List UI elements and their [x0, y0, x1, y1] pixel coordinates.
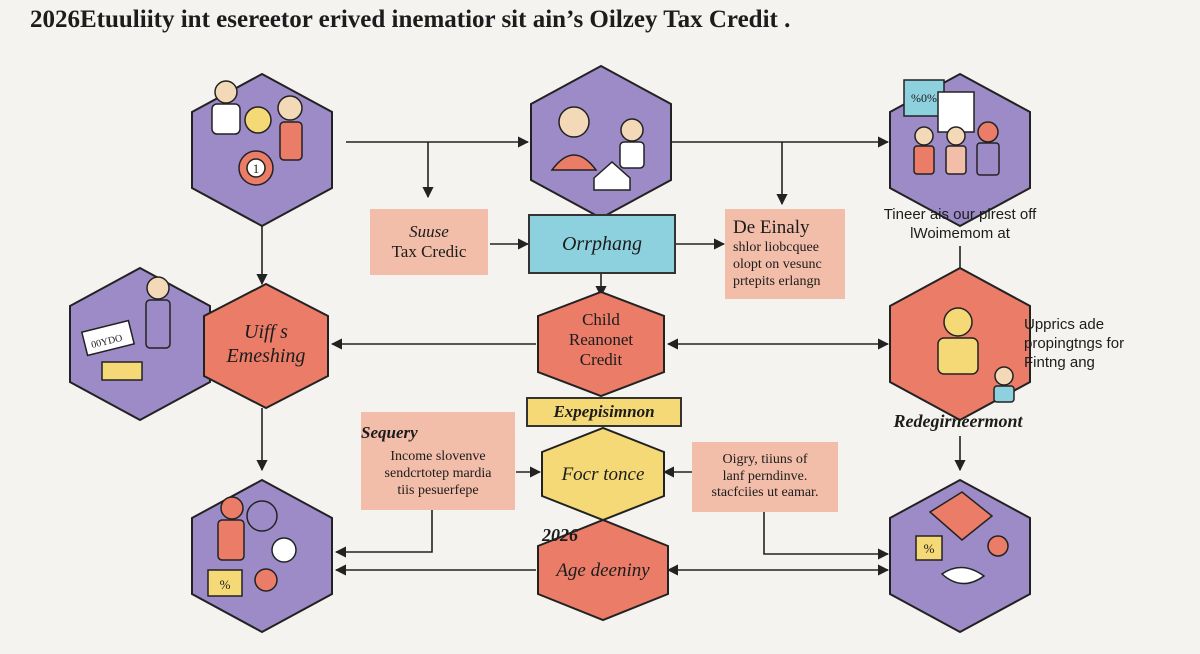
presenter-icon — [145, 276, 171, 349]
percent-label-top: %0% — [911, 91, 937, 105]
de-einaly-title: De Einaly — [733, 217, 810, 239]
tineer-line-2: lWoimemom at — [910, 224, 1010, 242]
box-sequery-income: Sequery Income slovenve sendcrtotep mard… — [361, 412, 515, 510]
tineer-line-1: Tineer ais our plrest off — [883, 206, 1037, 223]
hex-mid-left: 00YDO — [69, 266, 211, 422]
child-line-2: Reanonet — [569, 330, 633, 349]
percent-label-bottom: % — [220, 577, 231, 592]
chef-icon — [619, 118, 645, 169]
label-upprics: Upprics ade propingtngs for Fintng ang — [1024, 316, 1164, 372]
de-einaly-line-3: prtepits erlangn — [733, 273, 821, 289]
handshake-icon: % — [915, 491, 1009, 585]
box-expepisimnon: Expepisimnon — [526, 397, 682, 427]
box-orrphang: Orrphang — [528, 214, 676, 274]
income-line-1: Income slovenve — [390, 449, 486, 464]
woman-icon — [550, 106, 598, 171]
label-redegirneermont: Redegirneermont — [893, 411, 1023, 431]
hex-bottom-left: % — [191, 478, 333, 634]
suuse-line-1: Suuse — [409, 221, 449, 241]
sequery-title: Sequery — [361, 422, 418, 442]
hex-focr-tonce: Focr tonce — [541, 426, 665, 522]
oigry-line-3: stacfciies ut eamar. — [711, 485, 819, 501]
connectors — [256, 136, 966, 576]
hex-mid-right — [889, 266, 1031, 422]
uifs-line-2: Emeshing — [226, 345, 306, 367]
arrow-oigry-to-bottom-right — [763, 512, 890, 560]
hex-top-center — [530, 64, 672, 220]
box-oigry: Oigry, tiiuns of lanf perndinve. stacfci… — [692, 442, 838, 512]
document-icon: %0% — [903, 79, 975, 133]
operator-icon — [937, 307, 1015, 403]
people-icon — [913, 121, 1000, 176]
upprics-line-3: Fintng ang — [1024, 353, 1095, 371]
income-line-3: tiis pesuerfepe — [397, 482, 479, 498]
child-line-1: Child — [582, 310, 620, 329]
suuse-line-2: Tax Credic — [391, 242, 467, 261]
focr-label: Focr tonce — [561, 464, 645, 485]
oigry-line-2: lanf perndinve. — [722, 468, 808, 484]
expepisimnon-label: Expepisimnon — [553, 401, 655, 421]
percent-bag-icon: % — [207, 568, 278, 597]
gear-badge-number: 1 — [253, 161, 260, 176]
worker-icon — [217, 496, 297, 563]
age-year-tag: 2026 — [541, 525, 578, 545]
hex-top-right: %0% — [889, 72, 1031, 228]
family-icon — [211, 80, 303, 161]
page-title: 2026Etuuliity int esereetor erived inema… — [30, 6, 791, 33]
upprics-line-1: Upprics ade — [1024, 316, 1105, 333]
hex-uifs-emeshing: Uiff s Emeshing — [203, 282, 329, 410]
uifs-line-1: Uiff s — [244, 321, 288, 343]
de-einaly-line-2: olopt on vesunc — [733, 257, 822, 272]
label-tineer: Tineer ais our plrest off lWoimemom at — [868, 206, 1052, 244]
hex-child-credit: Child Reanonet Credit — [537, 290, 665, 398]
hex-bottom-right: % — [889, 478, 1031, 634]
income-line-2: sendcrtotep mardia — [384, 465, 492, 481]
age-label: Age deeniny — [554, 560, 650, 581]
card-icon: 00YDO — [80, 319, 143, 381]
de-einaly-line-1: shlor liobcquee — [733, 240, 819, 256]
percent-label-right: % — [924, 541, 935, 556]
oigry-line-1: Oigry, tiiuns of — [722, 451, 808, 467]
hex-age-deeniny: Age deeniny 2026 — [537, 518, 669, 622]
upprics-line-2: propingtngs for — [1024, 334, 1125, 352]
house-icon — [593, 160, 631, 191]
orrphang-label: Orrphang — [561, 233, 642, 255]
child-line-3: Credit — [580, 350, 623, 369]
hex-top-left: 1 — [191, 72, 333, 228]
box-de-einaly: De Einaly shlor liobcquee olopt on vesun… — [725, 209, 845, 299]
gear-icon: 1 — [238, 150, 274, 186]
box-suuse-tax-credic: Suuse Tax Credic — [370, 209, 488, 275]
arrow-income-to-bottom-left — [334, 510, 433, 558]
